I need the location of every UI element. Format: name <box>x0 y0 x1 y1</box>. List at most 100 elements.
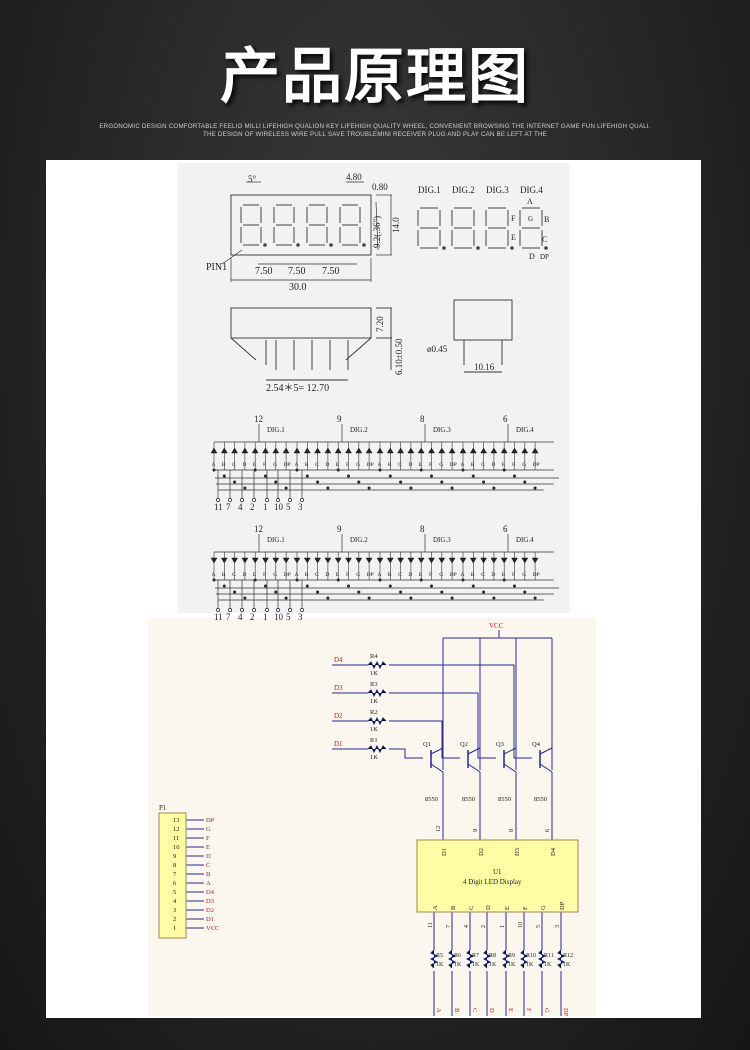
circuit-b-pin-2: 2 <box>250 612 255 622</box>
u1-top-D4: D4 <box>550 847 557 856</box>
seg-net-D: D <box>488 1008 495 1013</box>
circuit-b-pin-3: 3 <box>298 612 303 622</box>
key-seg-e: E <box>511 233 516 242</box>
key-seg-d: D <box>529 252 535 261</box>
part-Q1: 8550 <box>425 796 438 803</box>
val-R10: 1K <box>526 962 534 968</box>
key-seg-f: F <box>511 214 516 223</box>
circuit-b-seg-2-A: A <box>295 572 299 578</box>
circuit-a-seg-2-D: D <box>325 462 329 468</box>
dim-1016: 10.16 <box>474 362 495 372</box>
circuit-a-seg-2-A: A <box>295 462 299 468</box>
u1-top-D1: D1 <box>441 848 448 856</box>
circuit-b-led-4-DP <box>531 557 539 564</box>
circuit-a-seg-2-F: F <box>346 462 349 468</box>
p1-pin-8: 8 <box>173 862 176 869</box>
resistor-R7 <box>465 949 475 969</box>
circuit-b-com-pin-2: 9 <box>337 524 342 534</box>
circuit-a-led-4-C <box>480 447 488 454</box>
ref-R6: R6 <box>454 953 461 959</box>
circuit-b-seg-2-C: C <box>315 572 319 578</box>
front-digit-2 <box>273 204 300 247</box>
circuit-a-pin-5: 5 <box>286 502 291 512</box>
circuit-b-seg-4-G: G <box>522 572 526 578</box>
val-R8: 1K <box>489 962 497 968</box>
resistor-R5 <box>429 949 439 969</box>
circuit-a-dig-2: DIG.2 <box>350 426 368 434</box>
circuit-b-dig-1: DIG.1 <box>267 536 285 544</box>
circuit-a-led-3-A <box>376 447 384 454</box>
ref-R1: R1 <box>370 737 378 744</box>
seg-net-C: C <box>471 1008 478 1012</box>
circuit-a-led-4-A <box>459 447 467 454</box>
circuit-b-seg-3-E: E <box>419 572 423 578</box>
net-D1: D1 <box>334 740 343 748</box>
circuit-b-led-2-B <box>303 557 311 564</box>
p1-net-B: B <box>206 871 211 878</box>
p1-pin-5: 5 <box>173 889 176 896</box>
circuit-b-pin-10: 10 <box>274 612 284 622</box>
circuit-a-seg-1-E: E <box>253 462 257 468</box>
circuit-a-led-3-B <box>386 447 394 454</box>
u1-name: 4 Digit LED Display <box>463 878 522 886</box>
ref-R4: R4 <box>370 653 378 660</box>
circuit-b-led-2-C <box>314 557 322 564</box>
circuit-a-seg-1-B: B <box>222 462 226 468</box>
resistor-R4 <box>367 660 387 670</box>
side-view <box>230 307 392 381</box>
p1-net-G: G <box>206 826 211 833</box>
circuit-b-led-4-G <box>521 557 529 564</box>
circuit-b-led-4-B <box>469 557 477 564</box>
dim-920: 9.2(.36") <box>372 216 382 248</box>
net-D4: D4 <box>334 656 343 664</box>
circuit-a-led-4-B <box>469 447 477 454</box>
pitch-3: 7.50 <box>322 266 340 277</box>
circuit-a-wires <box>212 424 559 502</box>
circuit-a-seg-3-F: F <box>429 462 432 468</box>
ref-R2: R2 <box>370 709 378 716</box>
key-seg-b: B <box>544 215 549 224</box>
circuit-a-pin-11: 11 <box>214 502 223 512</box>
circuit-b-seg-1-D: D <box>242 572 246 578</box>
val-R6: 1K <box>454 962 462 968</box>
circuit-a-seg-4-DP: DP <box>533 462 540 468</box>
p1-net-D1: D1 <box>206 916 214 923</box>
circuit-a-led-3-E <box>417 447 425 454</box>
circuit-a-led-2-D <box>324 447 332 454</box>
circuit-b-seg-4-A: A <box>461 572 465 578</box>
circuit-a-led-3-F <box>428 447 435 454</box>
dim-480: 4.80 <box>346 172 362 182</box>
p1-pin-6: 6 <box>173 880 177 887</box>
p1-pin-11: 11 <box>173 835 179 842</box>
u1-pin-7: 7 <box>446 925 452 928</box>
front-digit-4 <box>339 204 366 247</box>
circuit-a-seg-3-B: B <box>388 462 392 468</box>
u1-pin-10: 10 <box>518 922 524 928</box>
circuit-b-pin-11: 11 <box>214 612 223 622</box>
p1-net-C: C <box>206 862 210 869</box>
circuit-b-com-pin-3: 8 <box>420 524 425 534</box>
part-Q4: 8550 <box>534 796 547 803</box>
circuit-a-seg-2-DP: DP <box>367 462 374 468</box>
circuit-a-seg-1-D: D <box>242 462 246 468</box>
circuit-b-led-3-F <box>428 557 435 564</box>
circuit-b-seg-1-G: G <box>273 572 277 578</box>
u1-bottom-G: G <box>540 905 547 910</box>
pin-Q3: 8 <box>508 829 515 832</box>
circuit-b-dig-2: DIG.2 <box>350 536 368 544</box>
p1-net-D2: D2 <box>206 907 214 914</box>
u1-pin-5: 5 <box>536 925 542 928</box>
p1-net-DP: DP <box>206 817 215 824</box>
resistor-R12 <box>556 949 566 969</box>
circuit-b-seg-3-DP: DP <box>450 572 457 578</box>
u1-top-D3: D3 <box>514 848 521 856</box>
u1-pin-3: 3 <box>555 925 561 928</box>
circuit-b-led-4-C <box>480 557 488 564</box>
circuit-a-seg-4-G: G <box>522 462 526 468</box>
p1-pin-10: 10 <box>173 844 180 851</box>
p1-net-VCC: VCC <box>206 925 219 932</box>
key-digit-3 <box>485 207 514 250</box>
circuit-b-led-1-F <box>262 557 269 564</box>
circuit-b-seg-2-D: D <box>325 572 329 578</box>
transistor-Q2 <box>467 747 481 773</box>
